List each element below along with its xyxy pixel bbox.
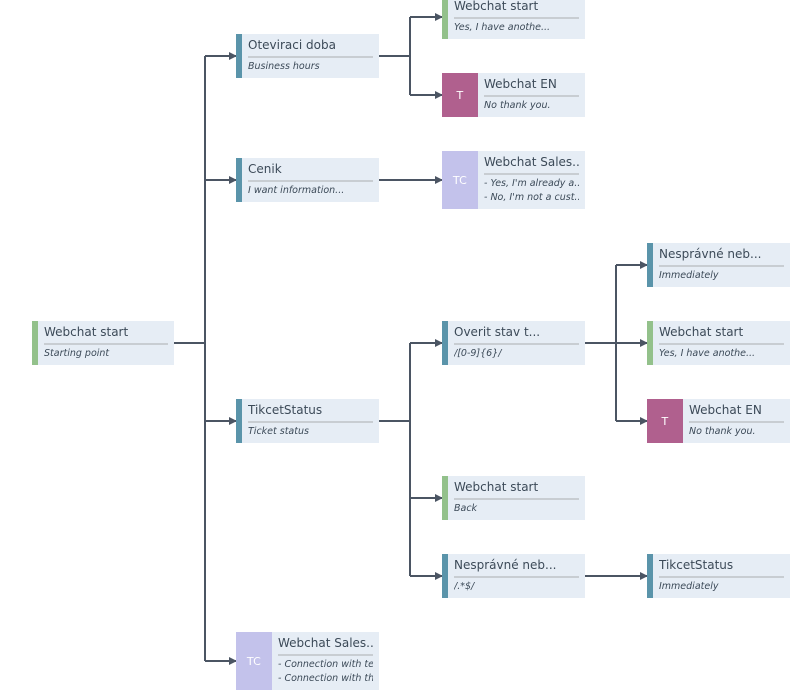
node-overit-stav[interactable]: Overit stav t... /[0-9]{6}/ (442, 321, 585, 365)
node-subtitle: No thank you. (484, 100, 551, 111)
node-title: Webchat EN (689, 403, 784, 423)
node-subtitle-line-2: - Connection with th... (278, 673, 373, 684)
node-subtitle: /[0-9]{6}/ (454, 348, 502, 359)
node-tikcet-status-2[interactable]: TikcetStatus Immediately (647, 554, 790, 598)
node-webchat-sales-2[interactable]: TC Webchat Sales... - Connection with te… (236, 632, 379, 690)
node-title: Webchat start (44, 325, 168, 345)
node-subtitle: /.*$/ (454, 581, 475, 592)
node-subtitle: Starting point (44, 348, 110, 359)
node-subtitle: No thank you. (689, 426, 756, 437)
node-subtitle-line-1: - Connection with te... (278, 659, 373, 670)
node-color-bar (236, 34, 242, 78)
node-webchat-start-1[interactable]: Webchat start Yes, I have anothe... (442, 0, 585, 39)
node-subtitle: Business hours (248, 61, 320, 72)
node-webchat-en-1[interactable]: T Webchat EN No thank you. (442, 73, 585, 117)
node-badge: T (647, 399, 683, 443)
node-nespravne-1[interactable]: Nesprávné neb... Immediately (647, 243, 790, 287)
node-color-bar (236, 399, 242, 443)
node-webchat-start-2[interactable]: Webchat start Yes, I have anothe... (647, 321, 790, 365)
node-title: Oteviraci doba (248, 38, 373, 58)
node-color-bar (647, 554, 653, 598)
node-subtitle: Back (454, 503, 478, 514)
node-title: Webchat Sales... (484, 155, 579, 175)
node-webchat-start-root[interactable]: Webchat start Starting point (32, 321, 174, 365)
node-subtitle: Yes, I have anothe... (454, 22, 551, 33)
node-title: Webchat start (454, 0, 579, 19)
node-subtitle-line-2: - No, I'm not a cust... (484, 192, 579, 203)
node-subtitle: I want information... (248, 185, 345, 196)
node-title: Webchat start (454, 480, 579, 500)
node-title: TikcetStatus (659, 558, 784, 578)
node-subtitle: Yes, I have anothe... (659, 348, 756, 359)
node-title: Nesprávné neb... (659, 247, 784, 267)
node-subtitle: Immediately (659, 270, 719, 281)
node-webchat-start-back[interactable]: Webchat start Back (442, 476, 585, 520)
node-tikcet-status-1[interactable]: TikcetStatus Ticket status (236, 399, 379, 443)
node-title: Webchat EN (484, 77, 579, 97)
node-subtitle: Ticket status (248, 426, 309, 437)
node-title: Webchat start (659, 325, 784, 345)
node-color-bar (236, 158, 242, 202)
node-webchat-en-2[interactable]: T Webchat EN No thank you. (647, 399, 790, 443)
node-title: Overit stav t... (454, 325, 579, 345)
node-title: Nesprávné neb... (454, 558, 579, 578)
node-title: Webchat Sales... (278, 636, 373, 656)
node-webchat-sales-1[interactable]: TC Webchat Sales... - Yes, I'm already a… (442, 151, 585, 209)
node-title: TikcetStatus (248, 403, 373, 423)
node-badge: TC (442, 151, 478, 209)
node-color-bar (442, 554, 448, 598)
node-subtitle: Immediately (659, 581, 719, 592)
node-color-bar (442, 321, 448, 365)
node-badge: T (442, 73, 478, 117)
node-color-bar (647, 321, 653, 365)
node-oteviraci-doba[interactable]: Oteviraci doba Business hours (236, 34, 379, 78)
node-color-bar (442, 476, 448, 520)
node-badge: TC (236, 632, 272, 690)
node-subtitle-line-1: - Yes, I'm already a... (484, 178, 579, 189)
node-color-bar (442, 0, 448, 39)
node-color-bar (32, 321, 38, 365)
node-cenik[interactable]: Cenik I want information... (236, 158, 379, 202)
node-color-bar (647, 243, 653, 287)
node-nespravne-2[interactable]: Nesprávné neb... /.*$/ (442, 554, 585, 598)
node-title: Cenik (248, 162, 373, 182)
